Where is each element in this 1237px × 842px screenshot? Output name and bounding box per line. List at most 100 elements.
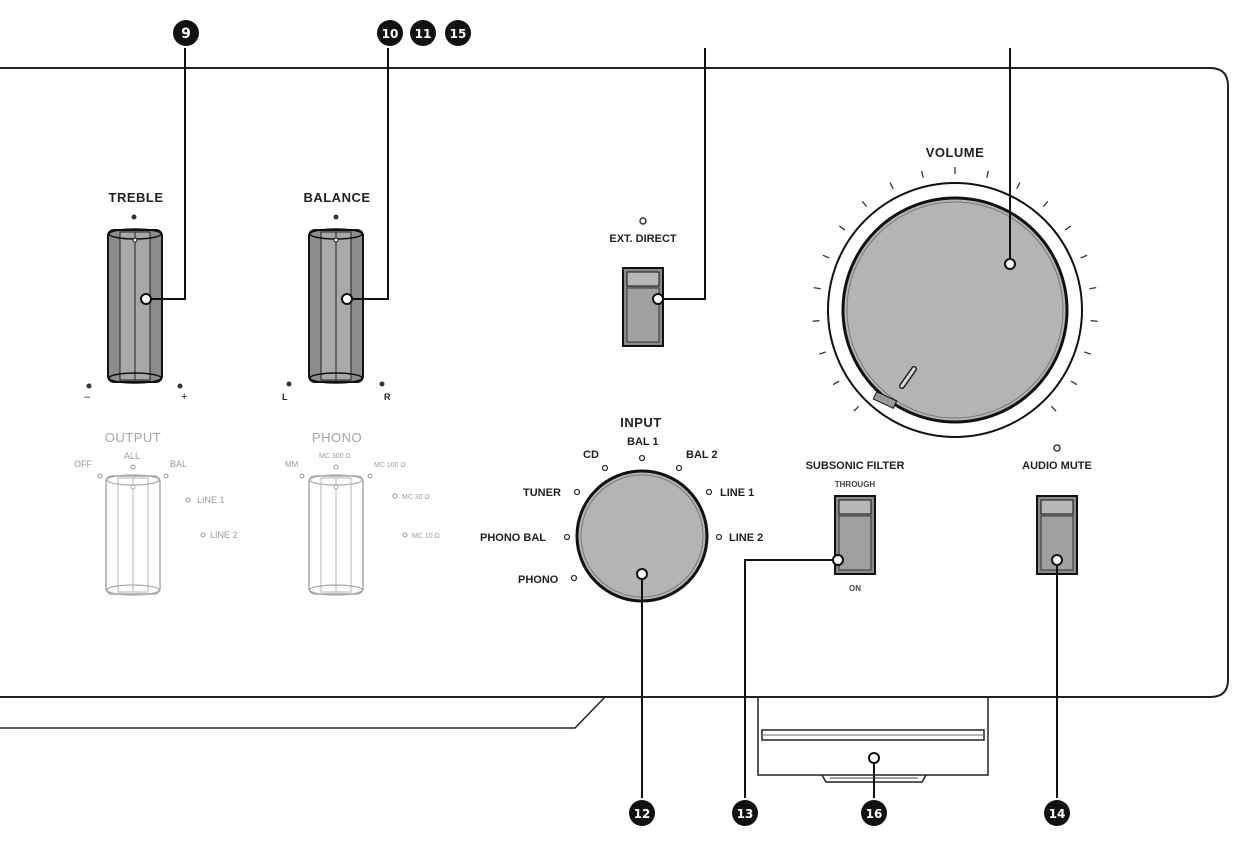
input-bal2-dot xyxy=(675,464,683,472)
balance-left-dot xyxy=(286,381,292,387)
input-line1-label: LINE 1 xyxy=(720,487,754,499)
balance-right-dot xyxy=(379,381,385,387)
output-line1-label: LINE 1 xyxy=(197,495,225,505)
balance-left-label: L xyxy=(282,392,288,402)
output-all-dot xyxy=(130,464,136,470)
input-phono-dot xyxy=(570,574,578,582)
volume-tick xyxy=(832,380,840,386)
phono-mc100-label: MC 100 Ω xyxy=(374,462,406,469)
phono-mc300-dot xyxy=(333,464,339,470)
svg-text:15: 15 xyxy=(450,27,467,41)
treble-minus-label: – xyxy=(84,391,91,403)
output-off-dot xyxy=(97,473,103,479)
volume-tick xyxy=(889,182,894,190)
output-bal-label: BAL xyxy=(170,459,187,469)
subsonic-through-label: THROUGH xyxy=(835,480,876,489)
output-line1-dot xyxy=(185,497,191,503)
treble-center-dot xyxy=(131,214,137,220)
input-bal1-dot xyxy=(638,454,646,462)
treble-minus-dot xyxy=(86,383,92,389)
audio-mute-label: AUDIO MUTE xyxy=(1022,460,1092,472)
balance-label: BALANCE xyxy=(303,190,370,205)
input-label: INPUT xyxy=(620,415,662,430)
phono-mc100-dot xyxy=(367,473,373,479)
input-tuner-dot xyxy=(573,488,581,496)
input-line2-label: LINE 2 xyxy=(729,532,763,544)
volume-tick xyxy=(818,351,826,355)
input-bal2-label: BAL 2 xyxy=(686,449,718,461)
input-line1-dot xyxy=(705,488,713,496)
input-tuner-label: TUNER xyxy=(523,487,561,499)
volume-tick xyxy=(1042,200,1049,208)
callout-badge-13: 13 xyxy=(732,800,758,826)
volume-tick xyxy=(1064,225,1072,231)
svg-text:13: 13 xyxy=(737,807,754,821)
volume-tick xyxy=(986,170,990,178)
phono-mc300-label: MC 300 Ω xyxy=(319,453,351,460)
output-off-label: OFF xyxy=(74,459,92,469)
ext-direct-label: EXT. DIRECT xyxy=(609,233,677,245)
volume-knob[interactable] xyxy=(827,182,1083,438)
svg-text:10: 10 xyxy=(382,27,399,41)
output-line2-label: LINE 2 xyxy=(210,530,238,540)
input-phono-label: PHONO xyxy=(518,574,559,586)
ext-direct-switch[interactable] xyxy=(622,267,664,347)
volume-tick xyxy=(1084,351,1092,355)
volume-tick xyxy=(1016,182,1021,190)
leader-lines xyxy=(140,48,1063,798)
svg-text:12: 12 xyxy=(634,807,651,821)
phono-mc30-dot xyxy=(392,493,398,499)
treble-knob[interactable] xyxy=(107,228,163,384)
volume-label: VOLUME xyxy=(926,145,985,160)
svg-text:11: 11 xyxy=(415,27,432,41)
volume-tick xyxy=(853,405,860,412)
phono-mm-dot xyxy=(299,473,305,479)
treble-label: TREBLE xyxy=(109,190,164,205)
subsonic-on-label: ON xyxy=(849,584,861,593)
balance-center-dot xyxy=(333,214,339,220)
phono-mc30-label: MC 30 Ω xyxy=(402,494,430,501)
svg-text:14: 14 xyxy=(1049,807,1066,821)
svg-text:16: 16 xyxy=(866,807,883,821)
input-cd-label: CD xyxy=(583,449,599,461)
phono-mc10-label: MC 10 Ω xyxy=(412,533,440,540)
balance-knob[interactable] xyxy=(308,228,364,384)
input-phono-bal-label: PHONO BAL xyxy=(480,532,546,544)
balance-right-label: R xyxy=(384,392,391,402)
output-bal-dot xyxy=(163,473,169,479)
volume-tick xyxy=(920,170,924,178)
callout-badge-10: 10 xyxy=(377,20,403,46)
volume-tick xyxy=(1080,254,1088,259)
panel-lower-edge xyxy=(0,696,606,729)
input-phono-bal-dot xyxy=(563,533,571,541)
volume-tick xyxy=(838,225,846,231)
volume-tick xyxy=(861,200,868,208)
phono-label: PHONO xyxy=(312,430,362,445)
volume-tick xyxy=(1050,405,1057,412)
callout-badge-14: 14 xyxy=(1044,800,1070,826)
phono-mc10-dot xyxy=(402,532,408,538)
callout-badge-15: 15 xyxy=(445,20,471,46)
volume-tick-marks xyxy=(812,167,1098,412)
svg-text:9: 9 xyxy=(181,26,191,42)
input-line2-dot xyxy=(715,533,723,541)
audio-mute-indicator xyxy=(1053,444,1061,452)
input-cd-dot xyxy=(601,464,609,472)
panel-outline xyxy=(0,67,1229,698)
subsonic-filter-label: SUBSONIC FILTER xyxy=(806,460,905,472)
volume-tick xyxy=(1090,320,1098,322)
callout-badge-9: 9 xyxy=(173,20,199,46)
output-selector-knob[interactable] xyxy=(105,474,161,596)
ext-direct-indicator xyxy=(639,217,647,225)
phono-selector-knob[interactable] xyxy=(308,474,364,596)
volume-tick xyxy=(1089,286,1097,290)
treble-plus-dot xyxy=(177,383,183,389)
output-label: OUTPUT xyxy=(105,430,161,445)
callout-badge-11: 11 xyxy=(410,20,436,46)
volume-tick xyxy=(813,286,821,290)
output-line2-dot xyxy=(200,532,206,538)
volume-tick xyxy=(822,254,830,259)
volume-tick xyxy=(1070,380,1078,386)
volume-tick xyxy=(812,320,820,322)
